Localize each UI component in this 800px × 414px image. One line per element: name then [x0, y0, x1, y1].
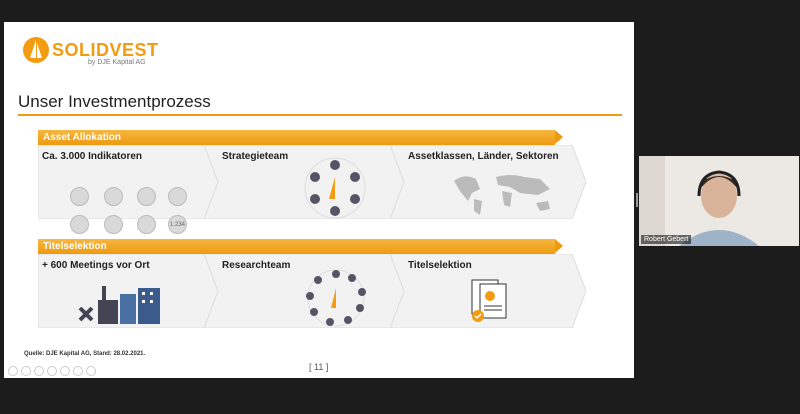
step-titelselektion: Titelselektion [390, 254, 586, 328]
step-indikatoren: Ca. 3.000 Indikatoren 1.234 [38, 145, 228, 234]
indicator-icon [168, 187, 187, 206]
page-number: [ 11 ] [309, 362, 329, 372]
step-label: Titelselektion [408, 260, 472, 271]
source-note: Quelle: DJE Kapital AG, Stand: 28.02.202… [24, 351, 146, 357]
research-team-circle-icon [306, 269, 366, 327]
step-meetings: + 600 Meetings vor Ort [38, 254, 228, 328]
slides-icon[interactable] [47, 366, 57, 376]
prev-slide-icon[interactable] [8, 366, 18, 376]
step-label: Strategieteam [222, 151, 289, 162]
step-label: Researchteam [222, 260, 291, 271]
pen-icon[interactable] [34, 366, 44, 376]
industry-building-icon [78, 286, 160, 324]
indicator-icon [104, 187, 123, 206]
subtitles-icon[interactable] [73, 366, 83, 376]
next-slide-icon[interactable] [21, 366, 31, 376]
indicator-icon [104, 215, 123, 234]
indicator-icon [137, 187, 156, 206]
indicator-icon [70, 215, 89, 234]
title-divider [18, 114, 622, 116]
solidvest-logo-icon [23, 37, 49, 63]
section-titelselektion: Titelselektion [38, 239, 563, 254]
indicator-value-icon: 1.234 [168, 215, 187, 234]
slide-controls [8, 366, 96, 376]
team-circle-icon [304, 157, 366, 219]
panel-resize-handle[interactable] [636, 193, 638, 207]
step-researchteam: Researchteam [204, 254, 414, 328]
indicator-icon [137, 215, 156, 234]
zoom-icon[interactable] [60, 366, 70, 376]
indicator-icon [70, 187, 89, 206]
participant-avatar [639, 156, 799, 246]
presentation-slide: SOLIDVEST by DJE Kapital AG Unser Invest… [4, 22, 634, 378]
brand-subtitle: by DJE Kapital AG [88, 59, 146, 66]
step-assetklassen: Assetklassen, Länder, Sektoren [390, 145, 586, 219]
step-label: + 600 Meetings vor Ort [42, 260, 150, 271]
participant-video[interactable] [639, 156, 799, 246]
world-map-icon [454, 175, 550, 215]
step-label: Ca. 3.000 Indikatoren [42, 151, 143, 162]
section-asset-allokation: Asset Allokation [38, 130, 563, 145]
step-label: Assetklassen, Länder, Sektoren [408, 151, 559, 162]
document-check-icon [471, 279, 507, 322]
page-title: Unser Investmentprozess [18, 92, 211, 111]
participant-name: Robert Gebert [641, 235, 692, 244]
more-options-icon[interactable] [86, 366, 96, 376]
step-strategieteam: Strategieteam [204, 145, 414, 219]
brand-name: SOLIDVEST [52, 40, 159, 60]
